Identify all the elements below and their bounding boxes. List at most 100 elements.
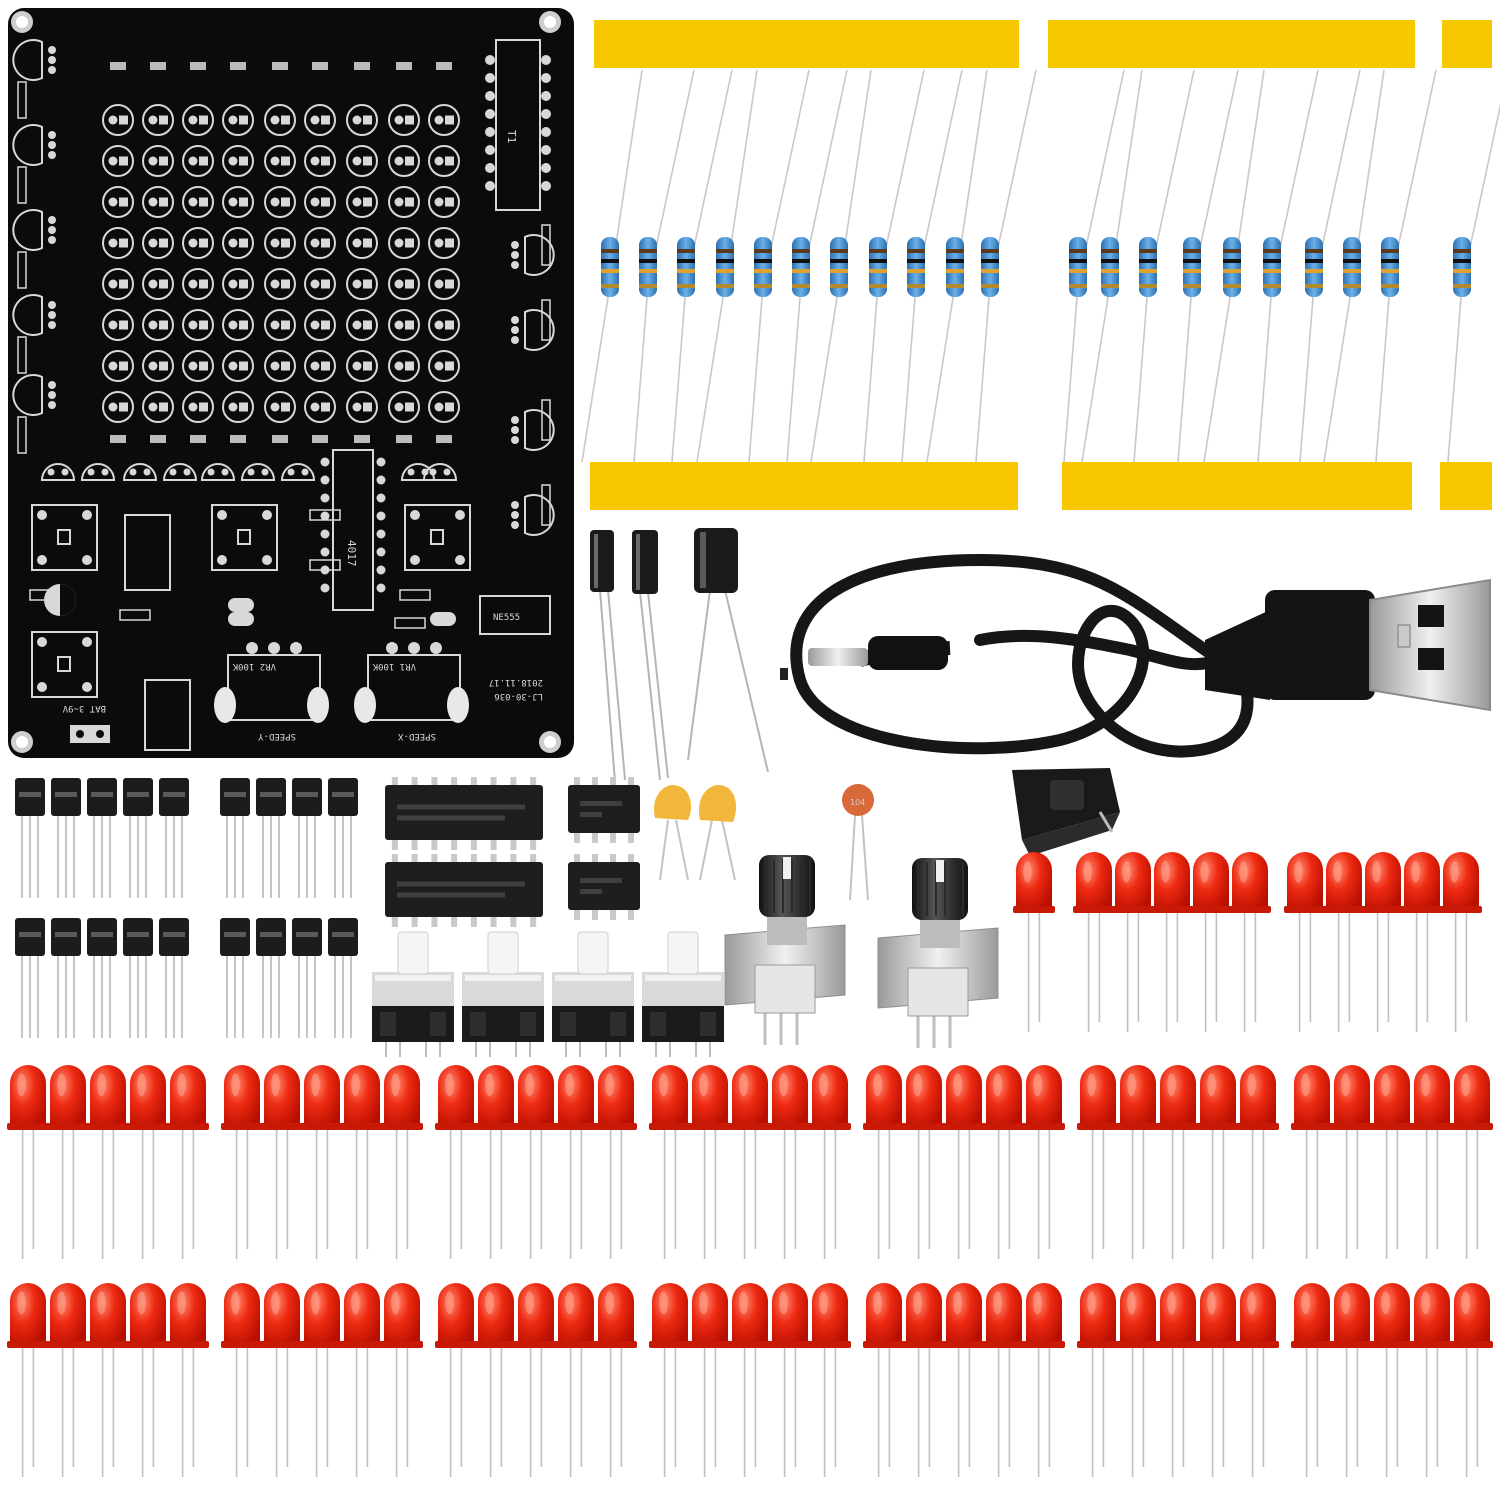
pcb-led-footprint [346, 391, 378, 423]
red-led [809, 1065, 851, 1259]
pcb-pot-footprints [214, 642, 469, 723]
pcb-led-footprint [346, 350, 378, 382]
pcb-led-footprint [102, 145, 134, 177]
pcb-led-footprint [102, 268, 134, 300]
red-led [1190, 852, 1232, 1032]
transistor [15, 918, 45, 1038]
resistor [1133, 69, 1195, 463]
pcb-transistor-footprint [12, 374, 56, 454]
red-led [1077, 1283, 1119, 1477]
red-led [809, 1283, 851, 1477]
pcb-led-footprint [182, 186, 214, 218]
pcb-led-footprint [182, 227, 214, 259]
resistor [633, 69, 695, 463]
transistor [87, 918, 117, 1038]
red-led [903, 1283, 945, 1477]
pcb-led-footprint [346, 227, 378, 259]
transistor [159, 918, 189, 1038]
red-led [1237, 1065, 1279, 1259]
resistor [1257, 69, 1319, 463]
red-led [943, 1283, 985, 1477]
resistor [671, 69, 733, 463]
red-led [475, 1283, 517, 1477]
pcb-led-footprint [304, 268, 336, 300]
red-led [1229, 852, 1271, 1032]
red-led [1157, 1283, 1199, 1477]
pcb-led-footprint [346, 104, 378, 136]
pcb-led-footprint [304, 309, 336, 341]
red-led [1073, 852, 1115, 1032]
pcb-transistor-footprint [511, 224, 555, 276]
pcb-led-footprint [304, 145, 336, 177]
pcb-led-footprint [428, 268, 460, 300]
transistor [220, 918, 250, 1038]
pcb-led-footprint [428, 186, 460, 218]
red-led [863, 1283, 905, 1477]
red-led [595, 1065, 637, 1259]
pcb-led-footprint [264, 391, 296, 423]
red-led [1411, 1283, 1453, 1477]
red-led [261, 1065, 303, 1259]
red-led [943, 1065, 985, 1259]
resistor [1177, 69, 1239, 463]
pcb-led-footprint [388, 350, 420, 382]
resistor [1299, 69, 1361, 463]
usb-cable [780, 553, 1491, 758]
pcb-led-footprint [182, 391, 214, 423]
pcb-ic-outline-4017 [332, 449, 374, 611]
red-led [127, 1065, 169, 1259]
pcb-led-footprint [304, 350, 336, 382]
pcb-pad [430, 612, 456, 626]
pcb-led-footprint [304, 186, 336, 218]
red-led [1112, 852, 1154, 1032]
dip-ic [385, 777, 543, 850]
pcb-transistor-footprint [12, 124, 56, 204]
red-led [649, 1065, 691, 1259]
red-led [1117, 1283, 1159, 1477]
pcb-led-footprint [346, 268, 378, 300]
pcb-led-footprint [182, 268, 214, 300]
pcb-led-footprint [304, 227, 336, 259]
pcb-ic-outline-top [495, 39, 541, 211]
potentiometers [724, 855, 999, 1048]
red-led [301, 1283, 343, 1477]
red-led [87, 1065, 129, 1259]
red-led [1331, 1065, 1373, 1259]
pcb-silk-model: LJ-30-036 [494, 691, 543, 701]
resistor [901, 69, 963, 463]
pcb-led-footprint [428, 391, 460, 423]
red-led [689, 1283, 731, 1477]
pcb-bottom-footprints [29, 463, 458, 629]
red-led [47, 1065, 89, 1259]
dc-power-jack [1012, 768, 1120, 856]
resistor [1447, 103, 1500, 463]
pcb-transistor-footprints [12, 39, 555, 536]
pcb-led-footprint [182, 350, 214, 382]
red-led [1284, 852, 1326, 1032]
resistor [696, 69, 758, 463]
pcb-transistor-footprint [511, 399, 555, 451]
push-switch [642, 931, 724, 1057]
pcb-led-footprint [428, 145, 460, 177]
pcb-led-footprint [388, 104, 420, 136]
red-led [1371, 1283, 1413, 1477]
push-switch [372, 931, 454, 1057]
resistor [1323, 69, 1385, 463]
transistor [328, 918, 358, 1038]
transistor [256, 918, 286, 1038]
red-led [729, 1283, 771, 1477]
red-led [221, 1065, 263, 1259]
resistor-tape-group-1 [590, 20, 1019, 510]
resistor [975, 69, 1037, 463]
pcb-led-footprint [222, 268, 254, 300]
pcb-transistor-footprint [122, 463, 158, 481]
resistor-tape-group-3 [1440, 20, 1492, 510]
pcb-transistor-footprint [240, 463, 276, 481]
resistor [581, 69, 643, 463]
push-switch [462, 931, 544, 1057]
red-led [87, 1283, 129, 1477]
pcb-led-footprint [428, 104, 460, 136]
pcb-led-footprint [222, 309, 254, 341]
pcb-led-footprint [102, 309, 134, 341]
